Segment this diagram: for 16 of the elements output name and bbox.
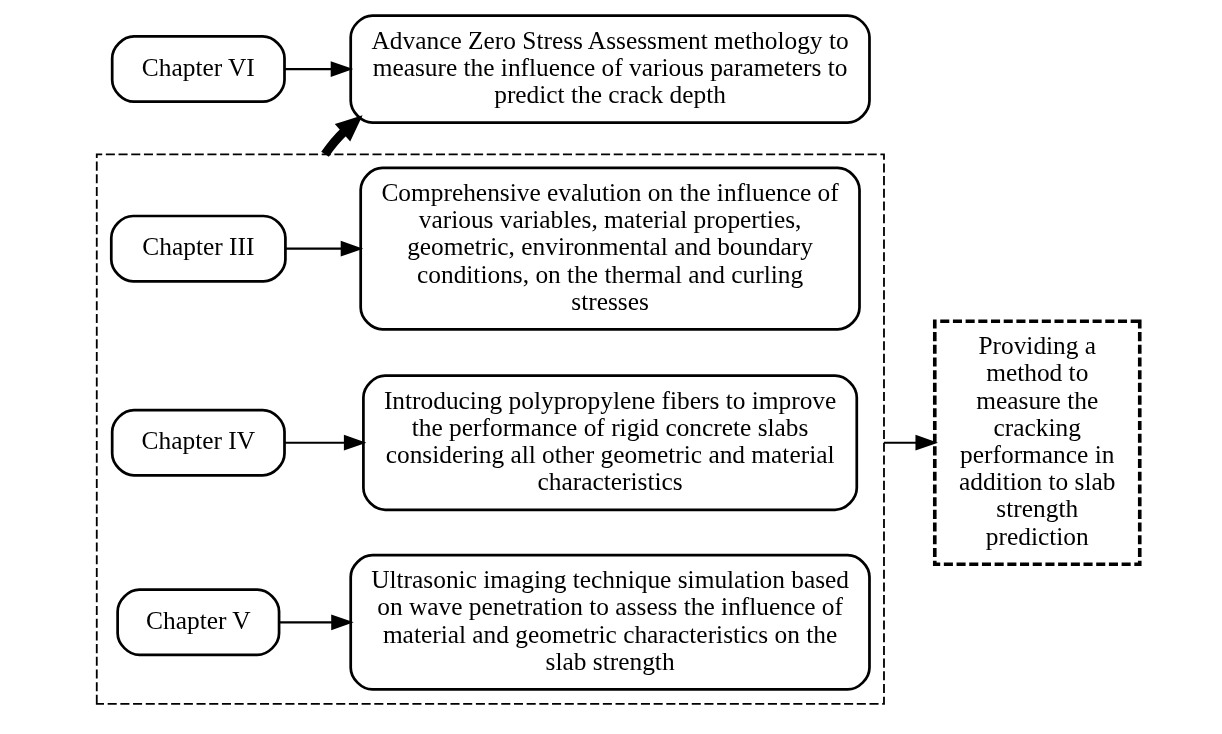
node-box: Advance Zero Stress Assessment methology to measure the influence of various parameters to predict the crack depth — [349, 14, 871, 124]
node-box: Providing a method to measure the cracking performance in addition to slab strength prediction — [932, 319, 1142, 567]
arrow — [284, 61, 354, 77]
arrow — [884, 434, 938, 451]
node-box: Chapter IV — [110, 408, 286, 477]
node-box: Comprehensive evalution on the influence of various variables, material properties, geometric, environmental and boundary conditions, on the thermal and curling stresses — [359, 166, 861, 331]
node-box: Ultrasonic imaging technique simulation based on wave penetration to assess the influence of material and geometric characteristics on the slab strength — [349, 553, 871, 691]
node-box: Chapter VI — [110, 35, 286, 104]
arrow — [321, 115, 363, 157]
node-box: Chapter III — [109, 214, 287, 283]
node-box: Introducing polypropylene fibers to improve the performance of rigid concrete slabs considering all other geometric and material characteristics — [362, 374, 859, 512]
arrow — [279, 614, 354, 631]
arrow — [285, 240, 364, 257]
arrow — [284, 434, 367, 451]
node-box: Chapter V — [116, 588, 281, 657]
cluster — [95, 153, 885, 705]
